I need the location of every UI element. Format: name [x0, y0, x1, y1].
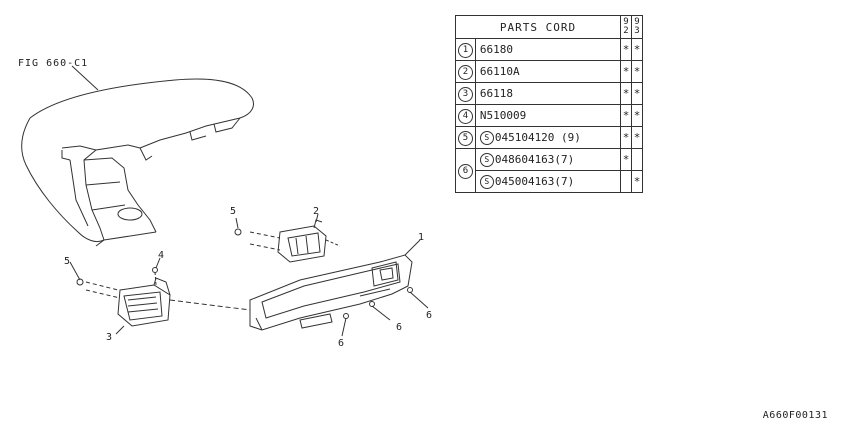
callout-1: 1 [418, 232, 424, 243]
mark-92: * [620, 82, 632, 105]
screw-6-a-icon [343, 313, 349, 319]
mark-92: * [620, 60, 632, 83]
part-number: N510009 [474, 104, 622, 127]
mark-93: * [631, 170, 643, 193]
table-row: 2 66110A * * [455, 60, 643, 83]
mark-93 [631, 148, 643, 171]
callout-5-upper: 5 [230, 206, 236, 217]
table-row: 4 N510009 * * [455, 104, 643, 127]
part-number: 66110A [474, 60, 622, 83]
mark-92: * [620, 104, 632, 127]
mark-92: * [620, 38, 632, 61]
mark-93: * [631, 126, 643, 149]
mark-92: * [620, 148, 632, 171]
diagram-code: A660F00131 [762, 410, 828, 421]
screw-6-b-icon [369, 301, 375, 307]
clip-4-icon [152, 267, 158, 273]
part-1-drawing [249, 254, 413, 331]
table-row: 3 66118 * * [455, 82, 643, 105]
part-number: 66118 [474, 82, 622, 105]
index-circle: 1 [457, 42, 473, 58]
callout-2: 2 [313, 206, 319, 217]
index-circle: 3 [457, 86, 473, 102]
callout-6-c: 6 [426, 310, 432, 321]
exploded-parts-diagram: FIG 660-C1 1 2 3 4 5 5 6 6 6 [18, 58, 432, 349]
mark-93: * [631, 104, 643, 127]
mark-93: * [631, 38, 643, 61]
figure-ref-label: FIG 660-C1 [18, 58, 88, 69]
figure-ref-leader [71, 65, 99, 91]
s-prefix-icon: S [479, 152, 494, 167]
mark-93: * [631, 60, 643, 83]
part-2-drawing [277, 219, 327, 263]
callout-3: 3 [106, 332, 112, 343]
parts-cord-header: PARTS CORD [455, 15, 621, 39]
index-circle: 5 [457, 130, 473, 146]
callout-6-a: 6 [338, 338, 344, 349]
callout-6-b: 6 [396, 322, 402, 333]
table-row: 1 66180 * * [455, 38, 643, 61]
mark-93: * [631, 82, 643, 105]
callout-4: 4 [158, 250, 164, 261]
index-circle: 6 [457, 163, 473, 179]
instrument-panel-drawing [21, 78, 254, 247]
part-number: 66180 [474, 38, 622, 61]
screw-5-upper-icon [234, 228, 242, 236]
index-circle: 4 [457, 108, 473, 124]
part-3-drawing [117, 277, 171, 327]
mark-92: * [620, 126, 632, 149]
callout-5-left: 5 [64, 256, 70, 267]
mark-92 [620, 170, 632, 193]
index-circle: 2 [457, 64, 473, 80]
screw-6-c-icon [407, 287, 413, 293]
s-prefix-icon: S [479, 174, 494, 189]
s-prefix-icon: S [479, 130, 494, 145]
